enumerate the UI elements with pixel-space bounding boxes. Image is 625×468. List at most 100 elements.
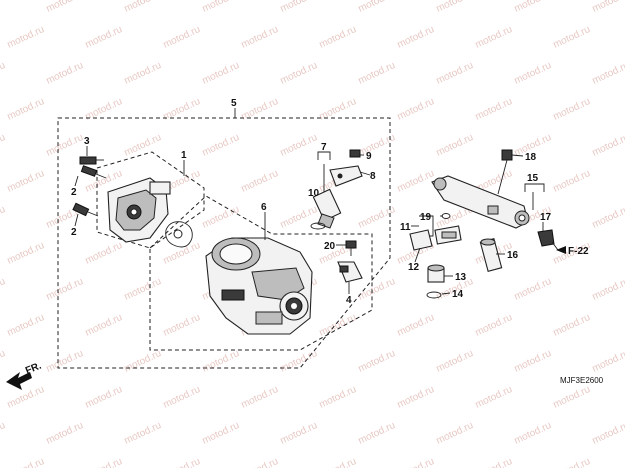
watermark-text: motod.ru — [84, 312, 124, 339]
watermark-text: motod.ru — [318, 312, 358, 339]
watermark-text: motod.ru — [84, 240, 124, 267]
watermark-text: motod.ru — [474, 312, 514, 339]
throttle-cover-frame-1 — [96, 151, 205, 249]
watermark-text: motod.ru — [279, 204, 319, 231]
watermark-text: motod.ru — [513, 0, 553, 15]
watermark-text: motod.ru — [45, 276, 85, 303]
watermark-text: motod.ru — [0, 0, 7, 15]
watermark-text: motod.ru — [240, 168, 280, 195]
watermark-text: motod.ru — [240, 384, 280, 411]
callout-13: 13 — [455, 272, 467, 283]
o-ring-part-14 — [426, 291, 442, 299]
callout-17: 17 — [540, 212, 552, 223]
screw-part-2-lower — [72, 202, 99, 217]
watermark-text: motod.ru — [279, 60, 319, 87]
callout-6: 6 — [261, 202, 267, 213]
watermark-text: motod.ru — [6, 456, 46, 468]
watermark-text: motod.ru — [552, 456, 592, 468]
watermark-text: motod.ru — [357, 348, 397, 375]
watermark-text: motod.ru — [240, 96, 280, 123]
watermark-text: motod.ru — [84, 384, 124, 411]
watermark-text: motod.ru — [357, 0, 397, 15]
watermark-text: motod.ru — [45, 132, 85, 159]
watermark-text: motod.ru — [318, 456, 358, 468]
watermark-text: motod.ru — [513, 60, 553, 87]
watermark-text: motod.ru — [591, 204, 625, 231]
callout-11: 11 — [400, 222, 411, 233]
watermark-text: motod.ru — [162, 24, 202, 51]
callout-3: 3 — [84, 136, 90, 147]
screw-part-9 — [349, 149, 361, 158]
watermark-text: motod.ru — [552, 312, 592, 339]
connector-part-12 — [409, 229, 433, 251]
watermark-text: motod.ru — [0, 132, 7, 159]
watermark-text: motod.ru — [474, 456, 514, 468]
watermark-text: motod.ru — [279, 348, 319, 375]
watermark-text: motod.ru — [513, 420, 553, 447]
callout-20: 20 — [324, 241, 336, 252]
watermark-text: motod.ru — [6, 240, 46, 267]
watermark-text: motod.ru — [396, 168, 436, 195]
assembly-frame-5 — [57, 117, 391, 369]
gasket-part — [165, 221, 193, 248]
callout-10: 10 — [308, 188, 320, 199]
callout-19: 19 — [420, 212, 432, 223]
callout-7: 7 — [321, 142, 327, 153]
watermark-text: motod.ru — [357, 204, 397, 231]
watermark-text: motod.ru — [123, 0, 163, 15]
clip-part-17 — [537, 229, 555, 247]
watermark-text: motod.ru — [474, 96, 514, 123]
watermark-text: motod.ru — [396, 312, 436, 339]
watermark-text: motod.ru — [0, 60, 7, 87]
watermark-text: motod.ru — [357, 420, 397, 447]
watermark-text: motod.ru — [6, 384, 46, 411]
watermark-text: motod.ru — [162, 96, 202, 123]
holder-part-8 — [329, 165, 363, 187]
watermark-text: motod.ru — [591, 0, 625, 15]
reference-f22: F-22 — [556, 246, 589, 257]
watermark-text: motod.ru — [201, 348, 241, 375]
watermark-text: motod.ru — [123, 348, 163, 375]
watermark-text: motod.ru — [240, 24, 280, 51]
collar-part-13 — [427, 264, 445, 283]
callout-1: 1 — [181, 150, 187, 161]
callout-16: 16 — [507, 250, 519, 261]
watermark-text: motod.ru — [552, 96, 592, 123]
watermark-text: motod.ru — [474, 24, 514, 51]
throttle-body-part — [205, 237, 313, 335]
watermark-text: motod.ru — [123, 420, 163, 447]
watermark-text: motod.ru — [45, 420, 85, 447]
watermark-text: motod.ru — [0, 348, 7, 375]
watermark-text: motod.ru — [552, 168, 592, 195]
callout-8: 8 — [370, 171, 376, 182]
watermark-text: motod.ru — [318, 24, 358, 51]
watermark-text: motod.ru — [6, 312, 46, 339]
watermark-text: motod.ru — [201, 0, 241, 15]
watermark-text: motod.ru — [318, 384, 358, 411]
watermark-text: motod.ru — [201, 204, 241, 231]
leader-lines — [74, 108, 559, 295]
watermark-text: motod.ru — [84, 96, 124, 123]
watermark-text: motod.ru — [513, 276, 553, 303]
bracket-7 — [317, 151, 331, 160]
watermark-text: motod.ru — [474, 384, 514, 411]
watermark-text: motod.ru — [0, 204, 7, 231]
watermark-text: motod.ru — [240, 456, 280, 468]
watermark-text: motod.ru — [435, 420, 475, 447]
callout-18: 18 — [525, 152, 537, 163]
callout-labels: 1 2 2 3 4 5 6 7 8 9 10 11 12 13 14 15 16… — [71, 98, 552, 306]
callout-14: 14 — [452, 289, 464, 300]
watermark-text: motod.ru — [357, 60, 397, 87]
watermark-text: motod.ru — [162, 312, 202, 339]
watermark-text: motod.ru — [45, 60, 85, 87]
screw-part-3 — [79, 156, 104, 165]
watermark-text: motod.ru — [201, 132, 241, 159]
figure-code: MJF3E2600 — [560, 376, 604, 385]
watermark-text: motod.ru — [591, 60, 625, 87]
watermark-text: motod.ru — [279, 420, 319, 447]
watermark-text: motod.ru — [435, 0, 475, 15]
watermark-text: motod.ru — [552, 384, 592, 411]
reference-label: F-22 — [568, 246, 589, 257]
watermark-text: motod.ru — [45, 0, 85, 15]
